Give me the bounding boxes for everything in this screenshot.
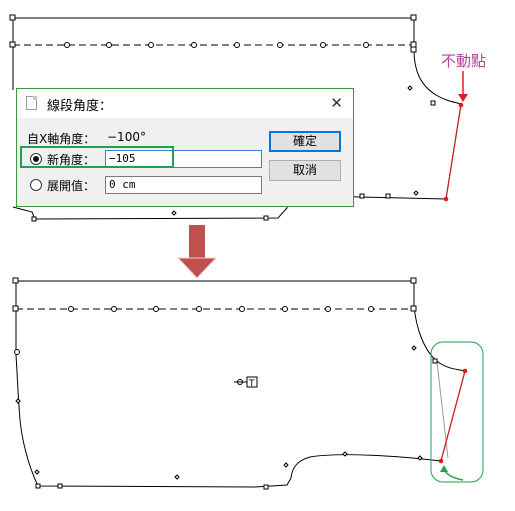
auto-angle-label: 自X軸角度： <box>27 132 96 146</box>
new-angle-highlight-box <box>20 146 174 168</box>
rotation-highlight <box>430 341 484 483</box>
close-icon[interactable]: ✕ <box>330 95 343 112</box>
text-marker-icon <box>246 376 258 388</box>
new-angle-label: 新角度： <box>47 153 96 167</box>
document-icon <box>26 96 37 110</box>
fixed-point-label: 不動點 <box>441 52 487 70</box>
top-dashed-nodes <box>64 42 369 48</box>
open-value-input[interactable]: 0 cm <box>105 176 262 194</box>
bottom-moving-point <box>438 458 444 464</box>
auto-angle-value: −100° <box>107 130 146 144</box>
ok-button[interactable]: 確定 <box>269 131 341 152</box>
open-value-radio[interactable] <box>30 179 42 191</box>
bottom-diamond-nodes <box>15 345 423 480</box>
top-moving-point <box>443 196 449 202</box>
bottom-previous-segment <box>436 361 449 459</box>
top-red-segment <box>445 104 462 200</box>
bottom-rotated-segment <box>438 368 468 464</box>
bottom-pattern-outline <box>15 280 466 488</box>
new-angle-input[interactable]: −105 <box>105 150 262 168</box>
rotation-highlight-box <box>430 341 484 483</box>
fixed-point-arrowhead <box>458 94 468 102</box>
bottom-fixed-point <box>462 368 468 374</box>
dialog-title: 線段角度： <box>47 99 113 114</box>
bottom-marker: T <box>234 376 258 389</box>
bottom-square-nodes <box>12 277 438 490</box>
svg-text:T: T <box>248 379 255 389</box>
top-fixed-segment <box>443 71 468 202</box>
cancel-button[interactable]: 取消 <box>269 160 341 181</box>
new-angle-radio[interactable] <box>30 153 42 165</box>
down-arrow-icon <box>176 225 218 279</box>
top-fixed-point <box>458 102 464 108</box>
top-square-nodes <box>9 14 436 222</box>
dialog-titlebar: 線段角度： ✕ <box>17 89 353 118</box>
open-value-label: 展開值： <box>47 179 96 193</box>
bottom-red-segment <box>440 370 466 462</box>
bottom-dashed-nodes <box>14 306 374 385</box>
top-diamond-nodes <box>171 85 419 216</box>
